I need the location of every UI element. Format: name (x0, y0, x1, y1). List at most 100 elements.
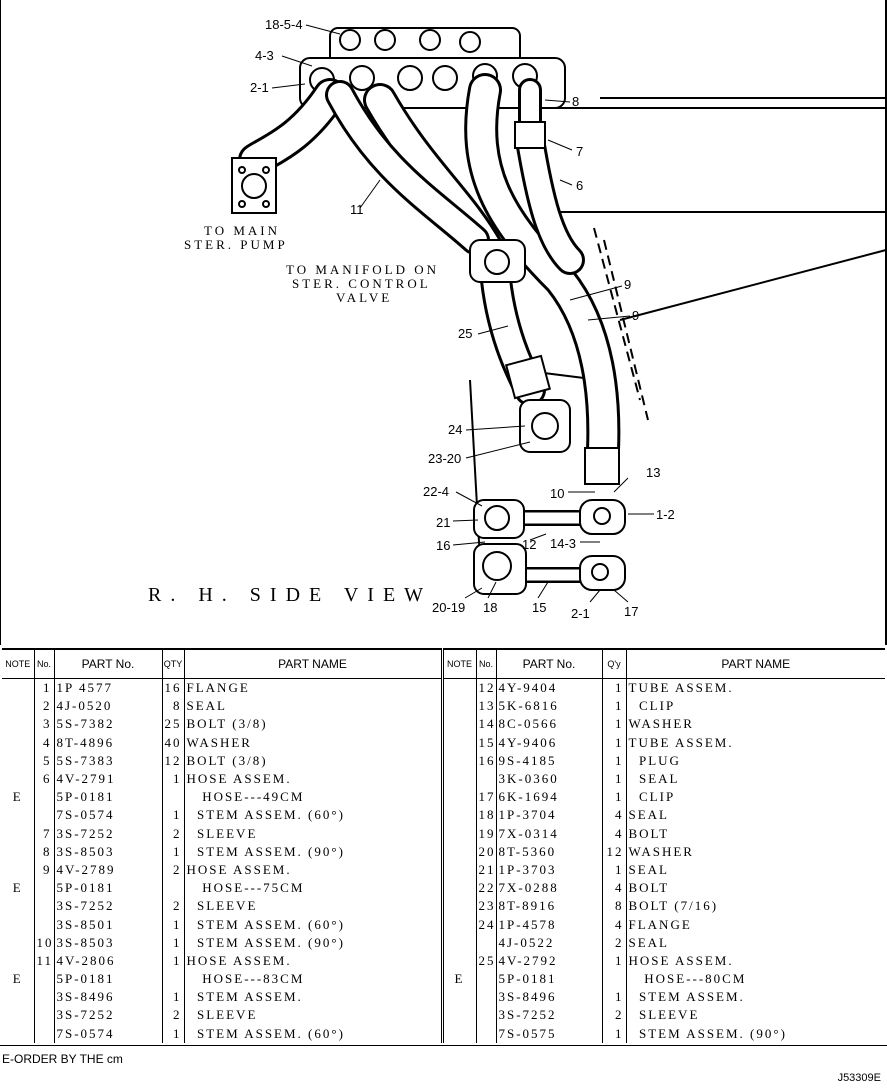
cell-right-qty: 12 (602, 842, 627, 861)
cell-part-name: WASHER (184, 733, 444, 752)
cell-qty (162, 788, 185, 807)
cell-right-note: E (442, 970, 477, 989)
cell-right-qty: 1 (602, 733, 627, 752)
cell-part-no: 3S-8496 (54, 988, 163, 1007)
cell-note (2, 860, 35, 880)
cell-right-no: 23 (476, 897, 497, 916)
cell-part-no: 4V-2791 (54, 769, 163, 789)
cell-right-qty: 2 (602, 1006, 627, 1025)
cell-part-name: STEM ASSEM. (60°) (184, 915, 444, 934)
cell-right-part-name: TUBE ASSEM. (628, 734, 734, 750)
callout-labels: 18-5-4 4-3 2-1 8 7 6 11 9 9 25 24 23-20 … (250, 17, 675, 621)
cell-no (34, 806, 55, 825)
cell-no: 10 (34, 933, 55, 952)
cell-right-note (442, 788, 477, 807)
cell-right-no (476, 988, 497, 1007)
cell-right-no (476, 933, 497, 952)
drawing-code: J53309E (837, 1072, 881, 1084)
direction-notes: TO MAIN STER. PUMP TO MANIFOLD ON STER. … (184, 223, 439, 305)
cell-part-no: 7S-0574 (54, 806, 163, 825)
cell-part-no: 4V-2789 (54, 860, 163, 880)
col-qty: QTY (162, 648, 185, 679)
cell-right-no: 15 (476, 733, 497, 752)
cell-no (34, 1006, 55, 1025)
callout: 22-4 (423, 484, 449, 499)
cell-part-name: HOSE ASSEM. (184, 769, 444, 789)
cell-right-qty: 1 (602, 1024, 627, 1043)
cell-note: E (2, 970, 35, 989)
cell-right-no: 25 (476, 951, 497, 971)
cell-right-part-name: SEAL (628, 771, 680, 787)
cell-part-name: STEM ASSEM. (90°) (184, 933, 444, 952)
cell-right-part-name: HOSE ASSEM. (628, 952, 734, 968)
cell-right-part-name: PLUG (628, 752, 681, 768)
cell-right-note (442, 933, 477, 952)
cell-right-part-name: WASHER (628, 843, 694, 859)
cell-note (2, 933, 35, 952)
cell-right-qty: 1 (602, 988, 627, 1007)
cell-right-note (442, 1024, 477, 1043)
callout: 21 (436, 515, 450, 530)
cell-no (34, 915, 55, 934)
note-main-pump-line1: TO MAIN (204, 223, 280, 238)
cell-qty: 2 (162, 824, 185, 843)
cell-part-no: 3S-8501 (54, 915, 163, 934)
cell-right-part-name: FLANGE (628, 916, 692, 932)
col-part-name: PART NAME (184, 648, 444, 679)
cell-part-name: SEAL (184, 697, 444, 716)
cell-right-no (476, 1024, 497, 1043)
cell-qty: 1 (162, 806, 185, 825)
cell-right-no (476, 769, 497, 789)
cell-qty: 1 (162, 915, 185, 934)
cell-right-qty: 1 (602, 751, 627, 770)
view-title: R. H. SIDE VIEW (148, 584, 433, 606)
cell-right-note (442, 860, 477, 880)
col-part-no-2: PART No. (496, 648, 603, 679)
cell-note: E (2, 788, 35, 807)
note-manifold-line1: TO MANIFOLD ON (286, 262, 439, 277)
cell-right-part-name: BOLT (7/16) (628, 898, 719, 914)
cell-note (2, 1024, 35, 1043)
callout: 8 (572, 94, 579, 109)
cell-part-name: HOSE ASSEM. (184, 860, 444, 880)
cell-right-note (442, 806, 477, 825)
cell-right-no: 14 (476, 715, 497, 734)
cell-right-note (442, 915, 477, 934)
cell-right-part-no: 4Y-9406 (496, 733, 603, 752)
cell-right-part-name: SEAL (628, 807, 669, 823)
cell-right-qty: 4 (602, 879, 627, 898)
cell-qty: 12 (162, 751, 185, 770)
col-note: NOTE (2, 648, 35, 679)
cell-part-name: HOSE---49CM (184, 788, 444, 807)
callout: 12 (522, 537, 536, 552)
cell-right-part-name: BOLT (628, 825, 670, 841)
cell-no (34, 897, 55, 916)
cell-right-note (442, 733, 477, 752)
footer-divider (0, 1045, 887, 1046)
callout: 24 (448, 422, 462, 437)
cell-part-no: 3S-7252 (54, 1006, 163, 1025)
cell-right-no: 12 (476, 678, 497, 698)
cell-part-no: 7S-0574 (54, 1024, 163, 1043)
cell-right-note (442, 951, 477, 971)
cell-right-part-no: 3S-8496 (496, 988, 603, 1007)
cell-no: 7 (34, 824, 55, 843)
note-main-pump-line2: STER. PUMP (184, 237, 288, 252)
cell-right-no: 22 (476, 879, 497, 898)
cell-part-name: HOSE---83CM (184, 970, 444, 989)
cell-right-part-name: TUBE ASSEM. (628, 680, 734, 696)
cell-right-qty: 8 (602, 897, 627, 916)
cell-right-qty (602, 970, 627, 989)
cell-part-no: 3S-7252 (54, 824, 163, 843)
cell-note (2, 678, 35, 698)
cell-note (2, 1006, 35, 1025)
cell-right-note (442, 842, 477, 861)
cell-right-no (476, 1006, 497, 1025)
cell-right-no (476, 970, 497, 989)
